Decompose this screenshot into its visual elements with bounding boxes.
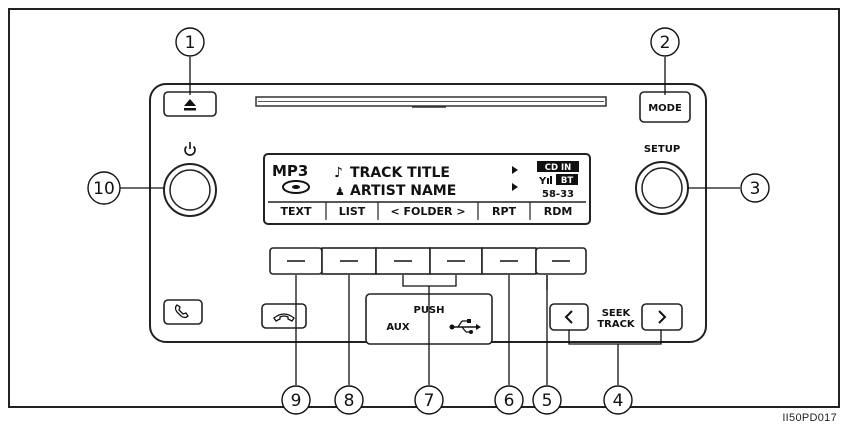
- seek-label: SEEK: [602, 308, 632, 319]
- seek-next-button[interactable]: [641, 303, 683, 331]
- cd-slot: [255, 96, 607, 108]
- display-source: MP3: [272, 162, 308, 180]
- track-scroll-arrow-icon: [512, 166, 518, 174]
- phone-hangup-icon: [273, 313, 295, 322]
- svg-text:6: 6: [504, 391, 515, 411]
- eject-button[interactable]: [163, 91, 217, 117]
- figure-id: II50PD017: [782, 412, 837, 424]
- seek-prev-button[interactable]: [549, 303, 589, 331]
- svg-text:2: 2: [660, 33, 671, 53]
- soft-key-row: [269, 247, 587, 275]
- setup-knob[interactable]: [635, 161, 689, 215]
- soft-key-button-rpt[interactable]: [481, 247, 537, 275]
- phone-pickup-icon: [174, 304, 189, 319]
- callout-5: 5: [532, 385, 562, 415]
- soft-key-label-text: TEXT: [280, 205, 311, 218]
- soft-key-label-rpt: RPT: [492, 205, 517, 218]
- chevron-right-icon: [658, 310, 667, 324]
- soft-key-label-rdm: RDM: [544, 205, 573, 218]
- callout-7: 7: [414, 385, 444, 415]
- chevron-left-icon: [564, 310, 573, 324]
- svg-text:7: 7: [424, 391, 435, 411]
- phone-pickup-button[interactable]: [163, 299, 203, 325]
- signal-icon: Y: [538, 176, 552, 187]
- callout-9: 9: [281, 385, 311, 415]
- svg-text:8: 8: [344, 391, 355, 411]
- callout-10: 10: [87, 171, 121, 205]
- bt-badge: BT: [556, 174, 578, 186]
- callout-2: 2: [650, 27, 680, 57]
- person-icon: ♟: [335, 185, 345, 198]
- mode-button[interactable]: MODE: [639, 91, 691, 123]
- svg-text:BT: BT: [561, 176, 573, 186]
- soft-key-label-folder: < FOLDER >: [390, 205, 465, 218]
- callout-3: 3: [740, 173, 770, 203]
- artist-scroll-arrow-icon: [512, 183, 518, 191]
- phone-hangup-button[interactable]: [261, 303, 307, 329]
- display-clock: 58-33: [542, 189, 574, 200]
- display-artist-name: ARTIST NAME: [350, 183, 456, 199]
- callout-leader-lines: [120, 57, 740, 385]
- callout-8: 8: [334, 385, 364, 415]
- svg-text:5: 5: [542, 391, 553, 411]
- callout-1: 1: [175, 27, 205, 57]
- power-volume-knob[interactable]: [163, 163, 217, 217]
- callout-6: 6: [494, 385, 524, 415]
- svg-text:1: 1: [185, 33, 196, 53]
- svg-text:4: 4: [613, 391, 624, 411]
- aux-label: AUX: [386, 322, 410, 333]
- svg-text:CD IN: CD IN: [545, 163, 572, 173]
- disc-icon: [282, 180, 310, 194]
- music-note-icon: ♪: [334, 165, 343, 181]
- callout-4: 4: [603, 385, 633, 415]
- power-icon: [184, 142, 196, 156]
- display-track-title: TRACK TITLE: [350, 165, 450, 181]
- usb-icon: [449, 319, 481, 334]
- svg-text:3: 3: [750, 179, 761, 199]
- cd-in-badge: CD IN: [537, 161, 579, 173]
- mode-button-label: MODE: [648, 103, 682, 114]
- svg-text:10: 10: [93, 179, 115, 199]
- svg-text:Y: Y: [538, 176, 547, 187]
- setup-label: SETUP: [644, 144, 680, 155]
- track-label: TRACK: [597, 319, 636, 330]
- lcd-display: MP3 ♪ TRACK TITLE ♟ ARTIST NAME CD IN Y …: [263, 153, 591, 225]
- svg-text:9: 9: [291, 391, 302, 411]
- soft-key-label-list: LIST: [339, 205, 366, 218]
- eject-icon: [184, 99, 196, 111]
